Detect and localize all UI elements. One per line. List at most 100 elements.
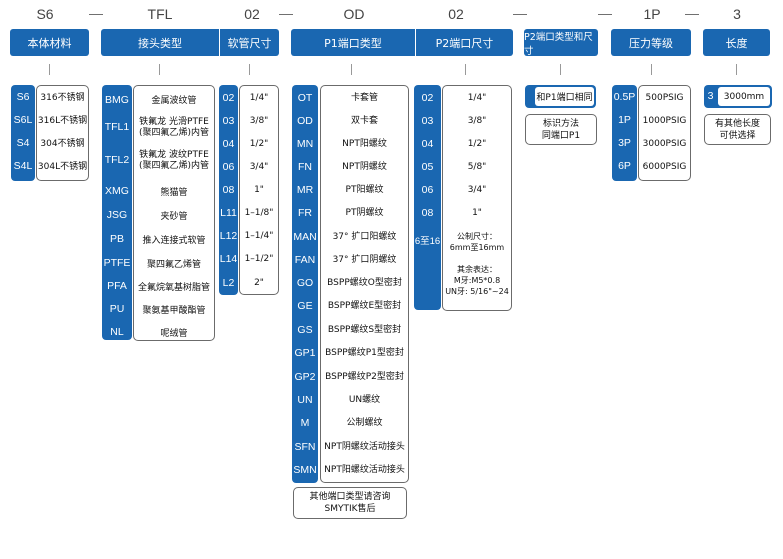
fitting-name: 铁氟龙 波纹PTFE (聚四氟乙烯)内管: [138, 150, 210, 171]
p2-code: 6至16: [414, 236, 441, 247]
separator-dash: —: [89, 5, 103, 21]
length-value: 3000mm: [718, 87, 770, 106]
fitting-name: 聚氨基甲酸酯管: [142, 306, 206, 316]
p1-code: UN: [297, 394, 313, 406]
code-tube: 02: [244, 6, 260, 22]
p1-code: FAN: [294, 254, 316, 266]
connector-line: [351, 64, 352, 75]
p1-code: GS: [297, 324, 313, 336]
p1-name: PT阴螺纹: [345, 208, 384, 218]
p2-size: 1/2": [467, 139, 487, 149]
pressure-value-list: 500PSIG 1000PSIG 3000PSIG 6000PSIG: [638, 85, 691, 181]
p2-code: 06: [421, 184, 434, 196]
length-code: 3: [707, 90, 714, 102]
tube-code: 03: [222, 115, 235, 127]
p1-code: MAN: [293, 231, 317, 243]
separator-dash: —: [513, 5, 527, 21]
fitting-code: PU: [109, 303, 125, 315]
code-p1: OD: [343, 6, 365, 22]
connector-line: [249, 64, 250, 75]
header-p2: P2端口尺寸: [435, 36, 494, 50]
fitting-code: NL: [110, 326, 124, 338]
pressure-code-list: 0.5P 1P 3P 6P: [612, 85, 637, 181]
material-name: 316不锈钢: [40, 93, 85, 103]
tube-size-list: 1/4" 3/8" 1/2" 3/4" 1" 1–1/8" 1–1/4" 1–1…: [239, 85, 279, 295]
code-pressure: 1P: [643, 6, 661, 22]
material-name: 304不锈钢: [40, 139, 85, 149]
p1-name: BSPP螺纹S型密封: [327, 325, 402, 335]
p1-name: BSPP螺纹E型密封: [327, 301, 402, 311]
p1-other-note: 其他端口类型请咨询 SMYTIK售后: [293, 487, 407, 519]
code-p2: 02: [448, 6, 464, 22]
connector-line: [49, 64, 50, 75]
p1-code: SFN: [294, 441, 316, 453]
connector-line: [560, 64, 561, 75]
p1-name: UN螺纹: [348, 395, 381, 405]
fitting-name: 铁氟龙 光滑PTFE (聚四氟乙烯)内管: [138, 117, 210, 138]
p2-code-list: 02 03 04 05 06 08 6至16: [414, 85, 441, 310]
tube-size: 1–1/8": [244, 208, 274, 218]
fitting-code: XMG: [105, 185, 129, 197]
tube-code: 06: [222, 161, 235, 173]
connector-line: [736, 64, 737, 75]
material-code: S6: [16, 91, 30, 103]
fitting-name: 全氟烷氧基树脂管: [137, 283, 210, 293]
tube-code: 04: [222, 138, 235, 150]
pressure-value: 1000PSIG: [642, 116, 687, 126]
p1-name: PT阳螺纹: [345, 185, 384, 195]
p2-other-note: 其余表达： M牙:M5*0.8 UN牙: 5/16"~24: [445, 265, 509, 296]
p1-code: OT: [297, 92, 313, 104]
p1-name: 公制螺纹: [346, 418, 383, 428]
code-length: 3: [733, 6, 741, 22]
p2-code: 03: [421, 115, 434, 127]
code-material: S6: [36, 6, 54, 22]
tube-size: 1/2": [249, 139, 269, 149]
material-name: 304L不锈钢: [37, 162, 88, 172]
fitting-code: PB: [109, 233, 124, 245]
separator-dash: —: [598, 5, 612, 21]
tube-size: 2": [254, 278, 264, 288]
header-fitting: 接头类型: [138, 36, 182, 50]
p2-size: 3/8": [467, 116, 487, 126]
fitting-name-list: 金属波纹管 铁氟龙 光滑PTFE (聚四氟乙烯)内管 铁氟龙 波纹PTFE (聚…: [133, 85, 215, 341]
p1-name-list: 卡套管 双卡套 NPT阳螺纹 NPT阴螺纹 PT阳螺纹 PT阴螺纹 37° 扩口…: [320, 85, 409, 483]
length-box: 3 3000mm: [704, 85, 772, 108]
fitting-name: 熊猫管: [160, 188, 188, 198]
code-fitting: TFL: [147, 6, 173, 22]
pressure-code: 0.5P: [613, 91, 636, 103]
fitting-code: PTFE: [103, 257, 131, 269]
p1-code: GE: [297, 300, 313, 312]
fitting-name: 夹砂管: [160, 212, 188, 222]
fitting-code: PFA: [107, 280, 127, 292]
p1-name: 卡套管: [350, 93, 378, 103]
tube-code: L12: [219, 230, 238, 242]
tube-size: 1–1/2": [244, 254, 274, 264]
p1-code-list: OT OD MN FN MR FR MAN FAN GO GE GS GP1 G…: [292, 85, 318, 483]
p1-code: MR: [296, 184, 314, 196]
p2-metric-note: 公制尺寸： 6mm至16mm: [449, 232, 505, 252]
separator-dash: —: [279, 5, 293, 21]
tube-size: 1/4": [249, 93, 269, 103]
header-pressure: 压力等级: [611, 29, 691, 56]
p1-name: BSPP螺纹P2型密封: [325, 372, 404, 382]
fitting-name: 聚四氟乙烯管: [146, 260, 201, 270]
pressure-value: 500PSIG: [645, 93, 684, 103]
header-tube: 软管尺寸: [227, 36, 272, 50]
p1-name: NPT阳螺纹活动接头: [324, 465, 405, 475]
length-note-box: 有其他长度 可供选择: [704, 114, 771, 145]
header-length: 长度: [703, 29, 770, 56]
header-fitting-tube: 接头类型 软管尺寸: [101, 29, 279, 56]
material-code: S4L: [13, 160, 33, 172]
tube-size: 3/4": [249, 162, 269, 172]
p2-code: 05: [421, 161, 434, 173]
p1-name: 37° 扩口阴螺纹: [332, 255, 397, 265]
tube-code: L11: [220, 207, 237, 219]
p1-code: FN: [298, 161, 312, 173]
p2-code: 02: [421, 92, 434, 104]
pressure-code: 1P: [618, 114, 631, 126]
pressure-value: 6000PSIG: [642, 162, 687, 172]
p2-size-list: 1/4" 3/8" 1/2" 5/8" 3/4" 1" 公制尺寸： 6mm至16…: [442, 85, 512, 311]
p1-name: 37° 扩口阳螺纹: [332, 232, 397, 242]
fitting-name: 呢绒管: [160, 329, 188, 339]
material-name-list: 316不锈钢 316L不锈钢 304不锈钢 304L不锈钢: [36, 85, 89, 181]
